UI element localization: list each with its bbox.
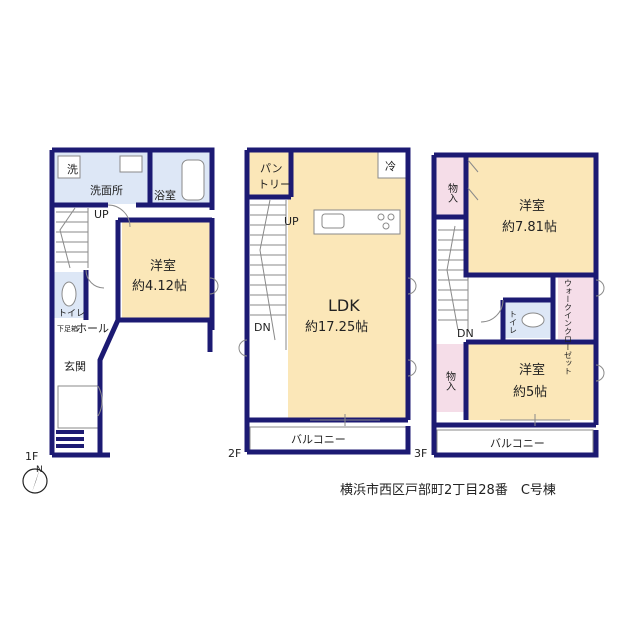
label-toilet-1f: トイレ <box>58 309 85 319</box>
western-room-3f-a <box>466 157 594 275</box>
label-storage-a: 物入 <box>446 182 458 203</box>
walls-2f <box>244 147 411 455</box>
label-fridge: 冷 <box>385 160 396 173</box>
floor-label-2f: 2F <box>228 447 241 460</box>
label-shoe-box: 下足箱 <box>57 324 78 333</box>
label-up-1f: UP <box>94 208 109 221</box>
walls-1f <box>49 147 215 458</box>
doors-3f <box>467 159 605 426</box>
step-3 <box>56 444 84 448</box>
label-entrance: 玄関 <box>64 359 86 373</box>
step-1 <box>56 430 84 434</box>
label-dn-3f: DN <box>457 327 474 340</box>
label-dn-2f: DN <box>254 321 271 334</box>
pantry-area <box>249 152 291 197</box>
storage-b-area <box>436 344 466 412</box>
label-balcony-2f: バルコニー <box>291 433 346 446</box>
floor-2f: パン トリー 冷 UP LDK 約17.25帖 DN バルコニー <box>238 147 417 455</box>
washbasin <box>119 155 143 173</box>
label-balcony-3f: バルコニー <box>490 437 545 450</box>
stairs-2f <box>250 199 287 350</box>
floor-label-1f: 1F <box>25 450 38 463</box>
compass-icon: N <box>22 465 48 494</box>
fridge-space <box>377 151 407 179</box>
label-ldk: LDK <box>328 296 360 315</box>
label-western-1f: 洋室 <box>150 258 176 274</box>
kitchen-sink <box>321 213 345 229</box>
label-storage-b: 物入 <box>444 370 456 391</box>
label-western-3f-b: 洋室 <box>519 362 545 378</box>
label-pantry-1: パン <box>260 162 283 175</box>
ldk-area <box>288 240 408 420</box>
label-wash-room: 洗面所 <box>90 184 123 197</box>
step-2 <box>56 437 84 441</box>
label-wash: 洗 <box>67 163 78 176</box>
label-toilet-3f: トイレ <box>509 310 518 334</box>
walls-3f <box>431 152 599 458</box>
label-hall: ホール <box>76 322 109 335</box>
burner-3 <box>382 222 390 230</box>
label-western-3f-a-size: 約7.81帖 <box>502 220 557 235</box>
burner-2 <box>387 213 395 221</box>
doors-1f <box>85 204 219 417</box>
label-up-2f: UP <box>284 215 299 228</box>
storage-a-area <box>436 157 466 217</box>
label-western-3f-a: 洋室 <box>519 198 545 214</box>
western-room-3f-b <box>466 342 594 420</box>
bathtub <box>181 159 205 201</box>
label-ldk-size: 約17.25帖 <box>305 320 368 335</box>
western-room-1f <box>122 222 210 320</box>
floor-1f: 洗 洗面所 浴室 UP 洋室 約4.12帖 トイレ ホール 下足箱 玄関 <box>49 147 219 458</box>
walkin-area <box>558 275 594 339</box>
toilet-bowl-3f <box>521 312 545 328</box>
label-western-1f-size: 約4.12帖 <box>132 279 187 294</box>
label-walkin: ウォークインクローゼット <box>564 279 573 375</box>
toilet-bowl-1f <box>61 281 77 307</box>
floor-label-3f: 3F <box>414 447 427 460</box>
washer-space <box>57 155 81 179</box>
compass-north: N <box>36 465 43 475</box>
label-pantry-2: トリー <box>258 178 291 191</box>
balcony-3f <box>436 429 594 457</box>
label-bath: 浴室 <box>154 188 176 202</box>
stairs-1f <box>56 207 89 269</box>
doors-2f <box>238 277 417 426</box>
floor-3f: 物入 洋室 約7.81帖 ウォークインクローゼット トイレ DN 物入 洋室 約… <box>431 152 605 458</box>
address-caption: 横浜市西区戸部町2丁目28番 C号棟 <box>340 482 556 498</box>
label-western-3f-b-size: 約5帖 <box>513 385 547 400</box>
burner-1 <box>377 213 385 221</box>
entrance-floor <box>57 385 99 429</box>
